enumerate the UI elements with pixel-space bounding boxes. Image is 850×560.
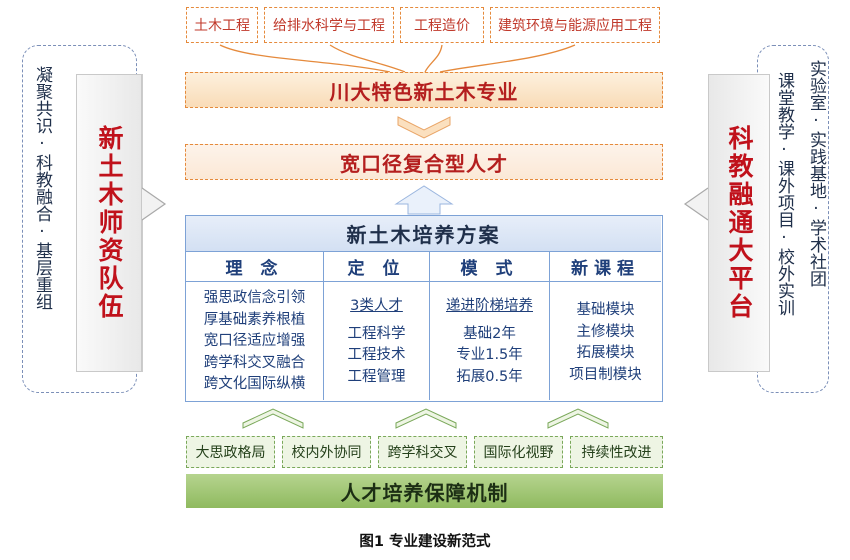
connector-line xyxy=(329,44,406,73)
list-item: 强思政信念引领 xyxy=(203,290,306,306)
list-item: 基础模块 xyxy=(576,302,635,318)
training-plan: 新土木培养方案 理 念 定 位 模 式 新课程 强思政信念引领 厚基础素养根植 … xyxy=(185,215,663,402)
list-item: 专业1.5年 xyxy=(456,347,523,363)
column-head: 定 位 xyxy=(323,252,429,282)
list-item: 拓展0.5年 xyxy=(456,368,523,385)
list-item: 拓展模块 xyxy=(576,345,635,361)
mechanism-bar: 人才培养保障机制 xyxy=(186,474,663,508)
list-item: 厚基础素养根植 xyxy=(203,311,306,328)
faculty-keywords: 凝聚共识·科教融合·基层重组 xyxy=(32,66,52,310)
connector-line xyxy=(439,44,576,73)
list-heading: 3类人才 xyxy=(350,298,403,314)
platform-panel: 科教融通大平台 xyxy=(708,74,770,372)
talent-box: 宽口径复合型人才 xyxy=(185,144,663,180)
positioning-list: 3类人才 工程科学 工程技术 工程管理 xyxy=(324,296,429,388)
list-item: 工程技术 xyxy=(347,347,406,363)
course-list: 基础模块 主修模块 拓展模块 项目制模块 xyxy=(550,300,661,386)
left-outer-text-wrap: 凝聚共识·科教融合·基层重组 xyxy=(24,66,60,366)
platform-keywords-2: 课堂教学·课外项目·校外实训 xyxy=(774,72,794,316)
major-tag: 土木工程 xyxy=(186,7,258,43)
column-divider xyxy=(549,282,550,400)
platform-keywords-1: 实验室·实践基地·学术社团 xyxy=(806,60,826,287)
up-chevron-icon xyxy=(395,408,457,429)
list-item: 基础2年 xyxy=(463,325,516,342)
concept-list: 强思政信念引领 厚基础素养根植 宽口径适应增强 跨学科交叉融合 跨文化国际纵横 xyxy=(186,288,323,396)
list-item: 跨文化国际纵横 xyxy=(203,376,306,392)
left-pointer-icon xyxy=(683,187,709,221)
support-tag: 大思政格局 xyxy=(186,436,275,468)
right-pointer-icon xyxy=(141,187,167,221)
list-item: 宽口径适应增强 xyxy=(203,333,306,349)
list-item: 跨学科交叉融合 xyxy=(203,354,306,371)
major-tag: 建筑环境与能源应用工程 xyxy=(490,7,660,43)
column-head: 理 念 xyxy=(186,252,323,282)
column-divider xyxy=(429,282,430,400)
right-pointer-icon xyxy=(141,74,161,372)
support-tag: 校内外协同 xyxy=(282,436,371,468)
up-arrow-icon xyxy=(394,185,454,215)
connector-line xyxy=(424,44,443,73)
column-divider xyxy=(323,282,324,400)
mode-list: 递进阶梯培养 基础2年 专业1.5年 拓展0.5年 xyxy=(430,296,549,388)
down-chevron-icon xyxy=(397,116,451,139)
list-item: 主修模块 xyxy=(576,323,635,340)
faculty-title: 新土木师资队伍 xyxy=(95,125,124,321)
column-head: 新课程 xyxy=(549,252,661,282)
list-item: 工程管理 xyxy=(347,368,406,385)
support-tag: 跨学科交叉 xyxy=(378,436,467,468)
faculty-panel: 新土木师资队伍 xyxy=(76,74,142,372)
right-outer-text-wrap: 实验室·实践基地·学术社团 课堂教学·课外项目·校外实训 xyxy=(772,60,828,380)
list-item: 工程科学 xyxy=(347,325,406,342)
list-item: 项目制模块 xyxy=(569,366,642,383)
support-tag: 持续性改进 xyxy=(570,436,663,468)
platform-title: 科教融通大平台 xyxy=(725,125,754,321)
major-tag: 工程造价 xyxy=(400,7,484,43)
connector-line xyxy=(219,44,391,73)
figure-caption: 图1 专业建设新范式 xyxy=(359,534,491,550)
column-head: 模 式 xyxy=(429,252,549,282)
up-chevron-icon xyxy=(547,408,609,429)
up-chevron-icon xyxy=(242,408,304,429)
list-heading: 递进阶梯培养 xyxy=(446,298,533,314)
plan-title: 新土木培养方案 xyxy=(186,216,661,252)
major-tag: 给排水科学与工程 xyxy=(264,7,394,43)
specialty-box: 川大特色新土木专业 xyxy=(185,72,663,108)
support-tag: 国际化视野 xyxy=(474,436,563,468)
